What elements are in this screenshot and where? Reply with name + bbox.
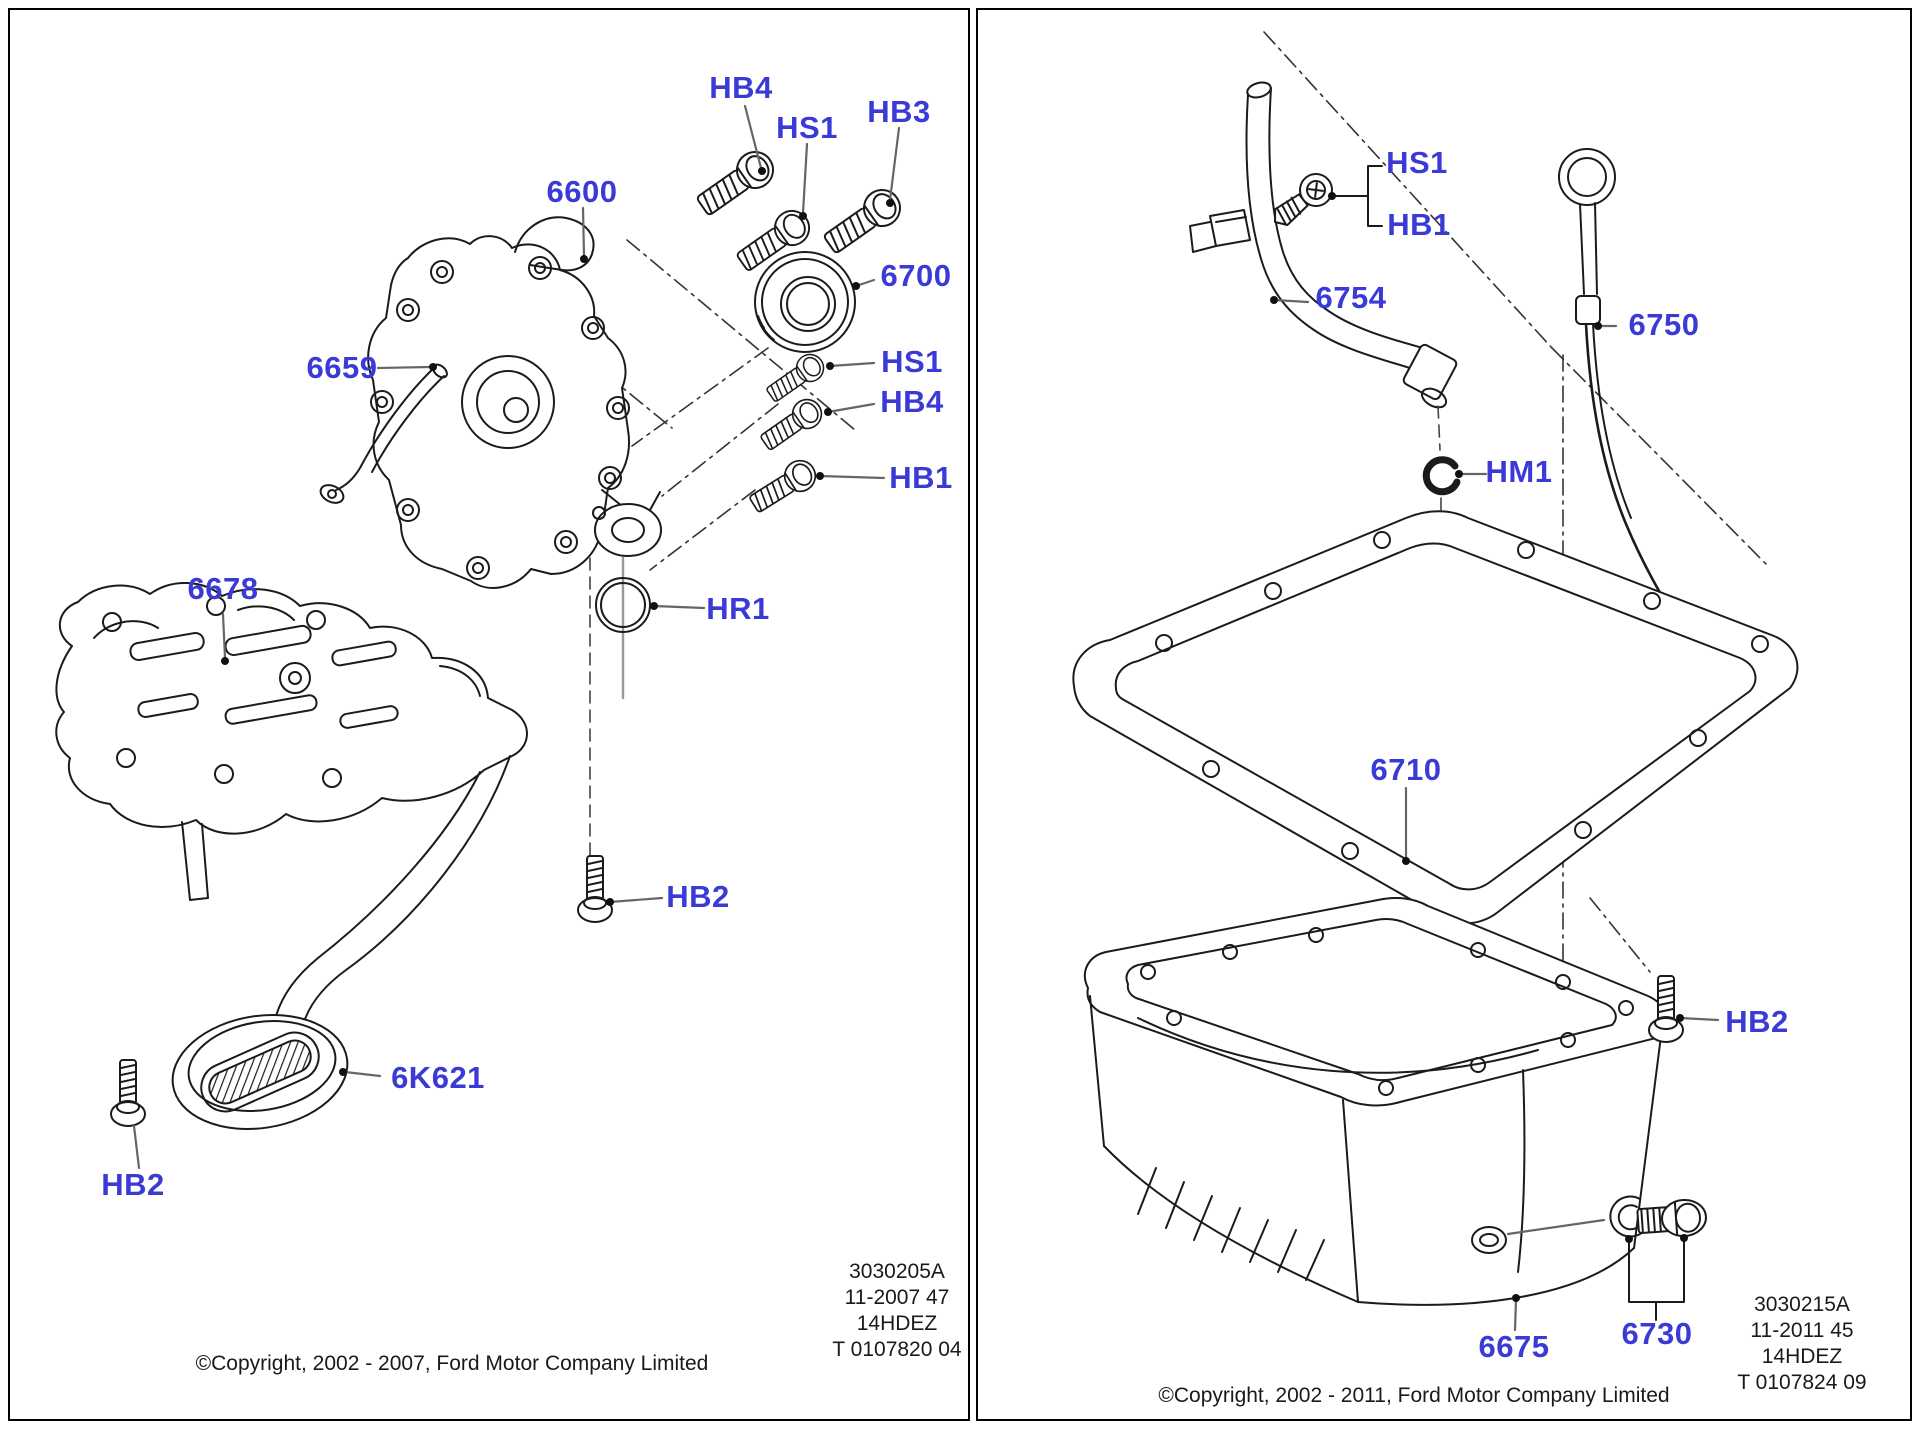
pickup-tube-drawing [275, 755, 511, 1023]
leader-lines [132, 104, 901, 1170]
sheet-info-block: 3030205A 11-2007 47 14HDEZ T 0107820 04 [832, 1259, 961, 1363]
pickup-screen-6k621-drawing [171, 1014, 349, 1130]
bolt-hb2-bottom-drawing [110, 1059, 146, 1127]
sheet-info-block: 3030215A 11-2011 45 14HDEZ T 0107824 09 [1737, 1292, 1866, 1396]
part-label-6730[interactable]: 6730 [1621, 1316, 1693, 1351]
part-label-6659[interactable]: 6659 [306, 350, 378, 385]
leader-lines [1272, 298, 1720, 1332]
bolt-hb1-drawing [744, 454, 822, 519]
dipstick-6750-drawing [1558, 148, 1690, 655]
dipstick-tube-6754-drawing [1189, 81, 1458, 409]
part-label-6675[interactable]: 6675 [1478, 1329, 1550, 1364]
part-label-6k621[interactable]: 6K621 [391, 1060, 485, 1095]
drain-plug-6730-drawing [1609, 1195, 1707, 1321]
oil-pump-diagram-panel: HB4 HS1 HB3 6600 6700 HS1 HB4 HB1 6659 6… [8, 8, 970, 1421]
part-label-6700[interactable]: 6700 [880, 258, 952, 293]
bracket-6659-drawing [319, 363, 448, 504]
bolt-hs1-small-drawing [762, 348, 830, 408]
sheet-number: 3030205A [849, 1260, 945, 1283]
bolt-hb4-small-drawing [755, 393, 828, 456]
part-label-hb4-2[interactable]: HB4 [880, 384, 944, 419]
sheet-number: 3030215A [1754, 1293, 1850, 1316]
part-label-hs1[interactable]: HS1 [1386, 145, 1448, 180]
part-label-6754[interactable]: 6754 [1315, 280, 1387, 315]
bolt-hb2-mid-drawing [577, 855, 613, 923]
tray-6678-drawing [55, 582, 528, 901]
leader-dots [1270, 192, 1688, 1302]
bolt-hb4-drawing [691, 143, 782, 223]
part-label-hb2[interactable]: HB2 [1725, 1004, 1789, 1039]
part-label-hs1[interactable]: HS1 [776, 110, 838, 145]
part-label-6710[interactable]: 6710 [1370, 752, 1442, 787]
part-label-hb3[interactable]: HB3 [867, 94, 931, 129]
part-label-6600[interactable]: 6600 [546, 174, 618, 209]
catalog-code: 14HDEZ [1761, 1345, 1843, 1368]
sheet-date: 11-2007 47 [844, 1286, 950, 1309]
copyright-text: ©Copyright, 2002 - 2011, Ford Motor Comp… [1158, 1384, 1670, 1407]
drawing-ref: T 0107820 04 [832, 1338, 962, 1361]
oil-pan-diagram-panel: HS1 HB1 6754 6750 HM1 6710 HB2 6675 6730… [976, 8, 1912, 1421]
part-label-hb1[interactable]: HB1 [889, 460, 953, 495]
part-label-6678[interactable]: 6678 [187, 571, 259, 606]
part-label-hb4[interactable]: HB4 [709, 70, 773, 105]
seal-6700-drawing [754, 251, 856, 353]
oil-pan-6675-drawing [1083, 897, 1669, 1306]
leader-dots [221, 167, 894, 1076]
bolt-hb3-drawing [818, 181, 909, 261]
part-label-6750[interactable]: 6750 [1628, 307, 1700, 342]
oring-hm1-drawing [1422, 456, 1461, 496]
sheet-date: 11-2011 45 [1750, 1319, 1854, 1342]
gasket-6710-drawing [1072, 510, 1799, 925]
copyright-text: ©Copyright, 2002 - 2007, Ford Motor Comp… [195, 1352, 709, 1375]
oil-pan-line-art [1072, 31, 1799, 1332]
oil-pump-line-art [55, 104, 909, 1170]
part-label-hr1[interactable]: HR1 [706, 591, 770, 626]
catalog-code: 14HDEZ [856, 1312, 938, 1335]
part-label-hs1-2[interactable]: HS1 [881, 344, 943, 379]
part-label-hm1[interactable]: HM1 [1485, 454, 1553, 489]
oring-hr1-drawing [595, 577, 651, 633]
part-label-hb2[interactable]: HB2 [666, 879, 730, 914]
clamp-screw-drawing [1274, 165, 1383, 227]
drawing-ref: T 0107824 09 [1737, 1371, 1867, 1394]
part-label-hb1[interactable]: HB1 [1387, 207, 1451, 242]
part-label-hb2-2[interactable]: HB2 [101, 1167, 165, 1202]
oil-pump-body-drawing [367, 216, 662, 589]
